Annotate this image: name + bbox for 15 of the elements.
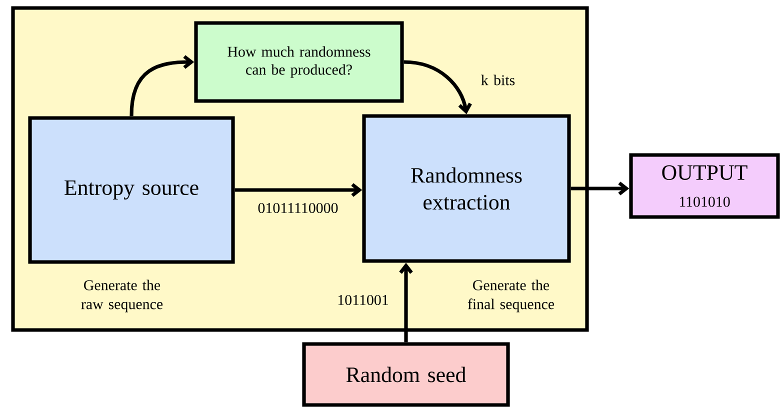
node-label: Generate the raw sequence (81, 280, 163, 312)
edge-label: k bits (481, 74, 515, 86)
input-box: Random seed (302, 342, 510, 407)
output-box: OUTPUT 1101010 (629, 153, 780, 219)
process-box: Randomness extraction (362, 114, 571, 263)
arrow (404, 60, 472, 114)
node-label: Generate the final sequence (468, 280, 554, 312)
arrow (234, 183, 362, 197)
edge-label: 01011110000 (258, 202, 338, 214)
arrow (399, 262, 413, 342)
edge-label: 1011001 (338, 294, 388, 306)
arrow (570, 182, 630, 196)
question-box: How much randomness can be produced? (194, 21, 404, 103)
process-box: Entropy source (28, 116, 235, 264)
arrow (130, 55, 194, 116)
